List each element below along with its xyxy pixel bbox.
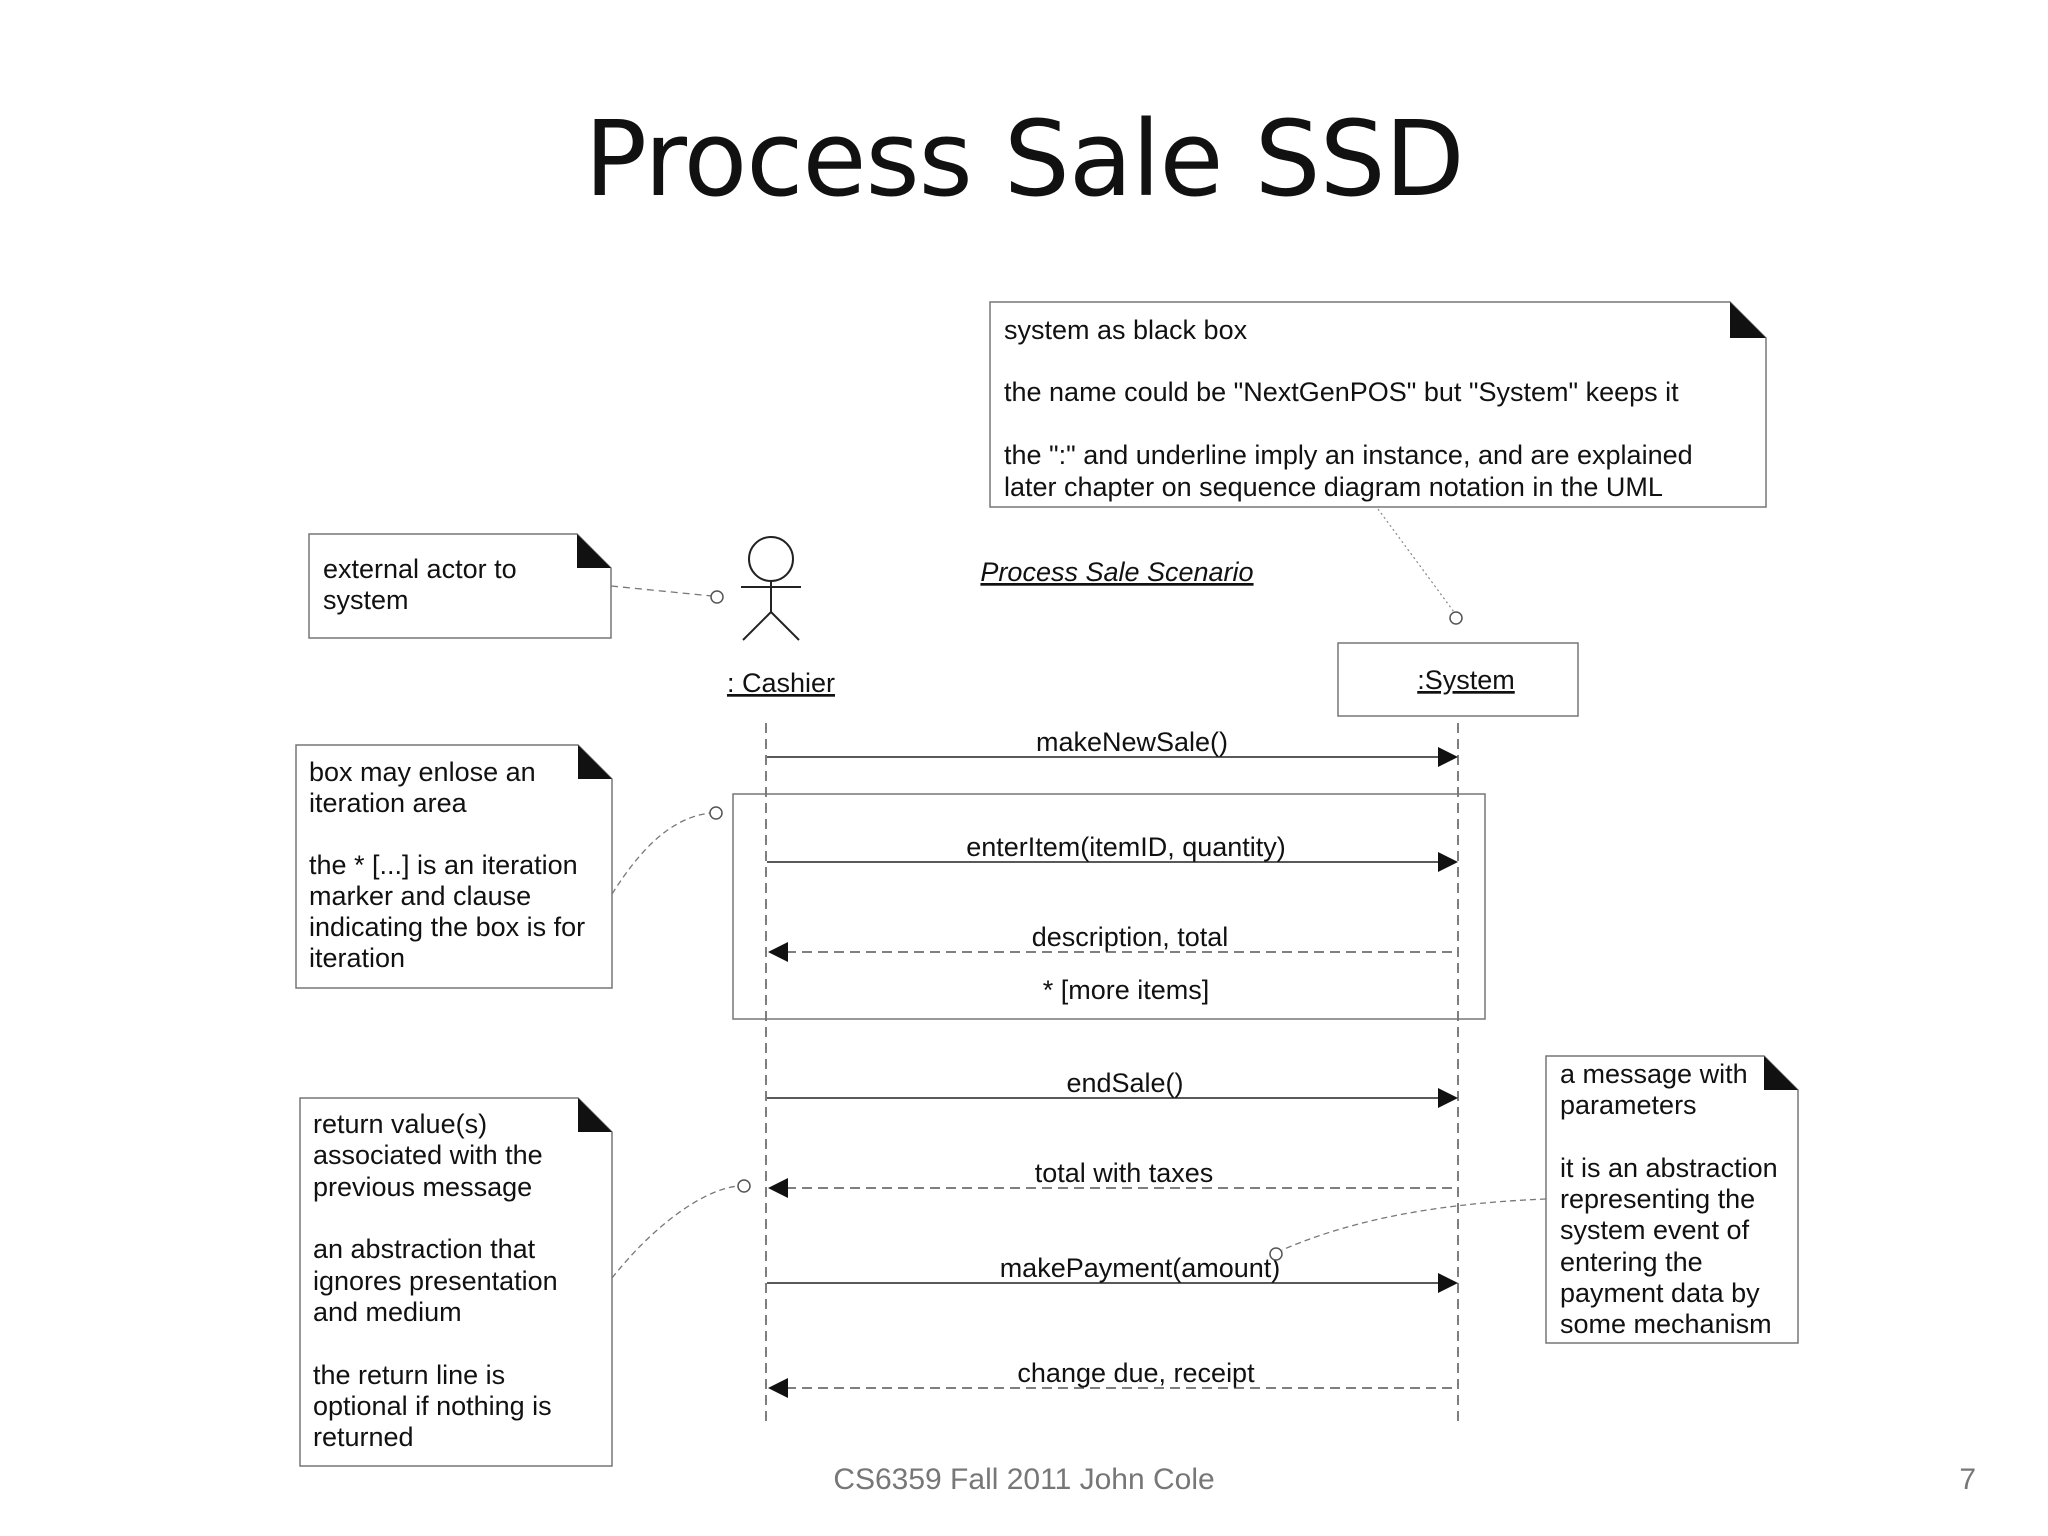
note-line: some mechanism [1560,1309,1772,1339]
note-message-parameters: a message with parameters it is an abstr… [1545,1055,1799,1344]
note-iteration-box-text: box may enlose an iteration area the * [… [309,757,593,973]
note-system-black-box-text: system as black box the name could be "N… [1004,315,1700,502]
slide-footer: CS6359 Fall 2011 John Cole [833,1463,1215,1496]
scenario-title: Process Sale Scenario [980,557,1253,587]
message-label: makeNewSale() [1036,727,1228,757]
note-external-actor: external actor to system [308,533,612,639]
connector-anchor [710,590,724,604]
connector-anchor [737,1179,751,1193]
message-end-sale: endSale() [767,1068,1458,1108]
message-label: change due, receipt [1017,1358,1255,1388]
note-line: indicating the box is for [309,912,585,942]
message-label: description, total [1032,922,1229,952]
connector-iteration-note [611,812,711,895]
message-label: enterItem(itemID, quantity) [966,832,1286,862]
loop-label: * [more items] [1043,975,1210,1005]
connector-anchor [1269,1247,1283,1261]
loop-frame [732,793,1486,1020]
note-line: the return line is [313,1360,505,1390]
connector-params-note [1281,1198,1547,1251]
note-line: an abstraction that [313,1234,536,1264]
note-iteration-box: box may enlose an iteration area the * [… [295,744,613,989]
note-return-value-text: return value(s) associated with the prev… [313,1109,565,1452]
note-line: the ":" and underline imply an instance,… [1004,440,1693,470]
connector-anchor [709,806,723,820]
note-line: it is an abstraction [1560,1153,1778,1183]
note-message-parameters-text: a message with parameters it is an abstr… [1560,1059,1785,1339]
note-line: iteration [309,943,405,973]
system-box [1337,642,1579,717]
connector-actor-note [610,585,713,597]
return-total-with-taxes: total with taxes [768,1158,1457,1198]
note-line: associated with the [313,1140,543,1170]
message-make-new-sale: makeNewSale() [767,727,1458,767]
note-line: and medium [313,1297,462,1327]
note-line: later chapter on sequence diagram notati… [1004,472,1663,502]
note-system-black-box: system as black box the name could be "N… [989,301,1767,508]
note-line: payment data by [1560,1278,1760,1308]
actor-label: : Cashier [727,668,835,698]
note-line: entering the [1560,1247,1703,1277]
note-line: representing the [1560,1184,1755,1214]
message-enter-item: enterItem(itemID, quantity) [767,832,1458,872]
note-line: iteration area [309,788,468,818]
note-line: the name could be "NextGenPOS" but "Syst… [1004,377,1679,407]
note-line: system event of [1560,1215,1750,1245]
message-label: total with taxes [1035,1158,1214,1188]
note-line: system [323,585,409,615]
page-number: 7 [1959,1463,1976,1496]
note-line: ignores presentation [313,1266,558,1296]
note-line: return value(s) [313,1109,487,1139]
note-line: parameters [1560,1090,1697,1120]
note-line: marker and clause [309,881,531,911]
return-change-due-receipt: change due, receipt [768,1358,1457,1398]
note-line: returned [313,1422,414,1452]
actor-icon [741,536,801,641]
message-label: makePayment(amount) [1000,1253,1281,1283]
note-line: previous message [313,1172,532,1202]
connector-system-note [1377,508,1455,613]
note-line: the * [...] is an iteration [309,850,578,880]
note-return-value: return value(s) associated with the prev… [299,1097,613,1467]
note-external-actor-text: external actor to system [323,554,524,615]
note-line: a message with [1560,1059,1748,1089]
note-line: box may enlose an [309,757,536,787]
message-make-payment: makePayment(amount) [767,1253,1458,1293]
message-label: endSale() [1066,1068,1183,1098]
return-description-total: description, total [768,922,1457,962]
slide-title: Process Sale SSD [584,98,1464,220]
connector-return-note [611,1185,739,1279]
note-line: optional if nothing is [313,1391,552,1421]
note-line: system as black box [1004,315,1248,345]
system-label: :System [1417,665,1515,695]
connector-anchor [1449,611,1463,625]
note-line: external actor to [323,554,517,584]
